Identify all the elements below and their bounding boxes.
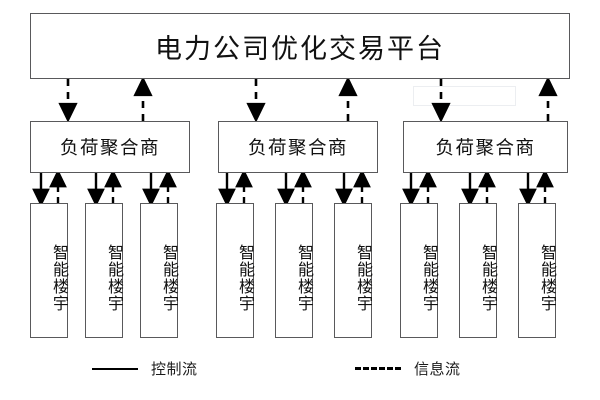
legend-information-flow: 信息流 [355,358,461,379]
platform-node[interactable]: 电力公司优化交易平台 [30,13,570,79]
control-flow-label: 控制流 [151,360,198,378]
building-node-3[interactable]: 智能楼宇 [140,203,178,338]
building-node-5[interactable]: 智能楼宇 [275,203,313,338]
building-node-2[interactable]: 智能楼宇 [85,203,123,338]
building-node-6[interactable]: 智能楼宇 [334,203,372,338]
legend-control-flow: 控制流 [92,358,198,379]
aggregator-node-2[interactable]: 负荷聚合商 [218,121,378,173]
information-flow-line-swatch [355,367,401,370]
building-node-8[interactable]: 智能楼宇 [459,203,497,338]
control-flow-line-swatch [92,367,138,370]
aggregator-node-3[interactable]: 负荷聚合商 [403,121,568,173]
aggregator-node-1[interactable]: 负荷聚合商 [30,121,190,173]
building-node-4[interactable]: 智能楼宇 [216,203,254,338]
building-node-1[interactable]: 智能楼宇 [30,203,68,338]
information-flow-label: 信息流 [414,360,461,378]
building-node-7[interactable]: 智能楼宇 [400,203,438,338]
building-node-9[interactable]: 智能楼宇 [518,203,556,338]
